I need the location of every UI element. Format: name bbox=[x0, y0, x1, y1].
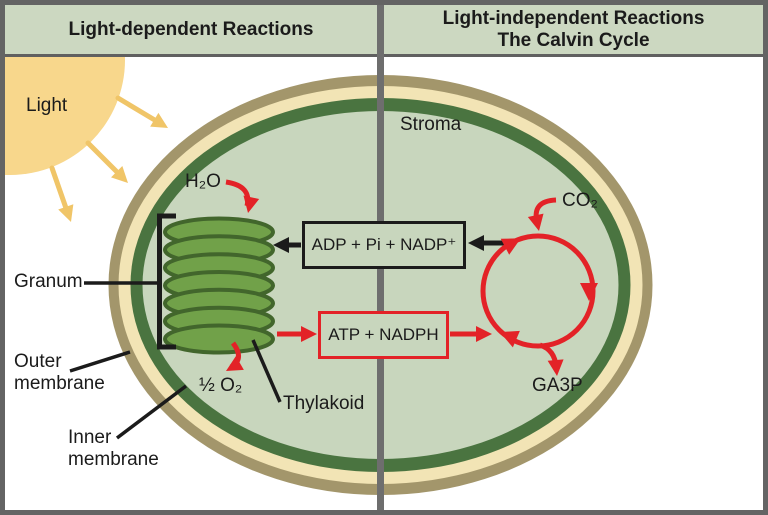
thylakoid-disc bbox=[163, 323, 275, 355]
h2o-label: H₂O bbox=[185, 171, 221, 192]
inner-membrane-label: Inner membrane bbox=[68, 427, 159, 470]
co2-arrowhead bbox=[527, 213, 544, 231]
light-ray-arrow bbox=[115, 95, 161, 125]
header-light-independent: Light-independent Reactions The Calvin C… bbox=[384, 5, 763, 57]
light-ray-arrowhead bbox=[58, 204, 74, 222]
light-label: Light bbox=[26, 95, 68, 116]
adp-nadp-label: ADP + Pi + NADP⁺ bbox=[311, 235, 457, 254]
calvin-cycle-arrowhead bbox=[580, 283, 598, 301]
thylakoid-label: Thylakoid bbox=[283, 393, 365, 414]
granum-to-atp-arrowhead bbox=[301, 326, 317, 342]
header-calvin-cycle-subtitle: The Calvin Cycle bbox=[497, 29, 650, 51]
light-ray-arrowhead bbox=[150, 112, 168, 128]
cycle-to-adp-arrowhead bbox=[468, 235, 484, 251]
adp-nadp-box: ADP + Pi + NADP⁺ bbox=[302, 221, 466, 269]
ga3p-arrowhead bbox=[547, 359, 564, 376]
atp-nadph-box: ATP + NADPH bbox=[318, 311, 449, 359]
thylakoid-pointer-line bbox=[251, 339, 282, 403]
header-light-independent-title: Light-independent Reactions bbox=[442, 7, 705, 29]
inner-membrane-pointer-line bbox=[115, 384, 188, 440]
outer-membrane-label: Outer membrane bbox=[14, 351, 105, 394]
calvin-cycle-arrowhead bbox=[499, 330, 520, 348]
o2-arrowhead bbox=[226, 356, 244, 371]
header-light-dependent-title: Light-dependent Reactions bbox=[68, 18, 314, 40]
half-o2-label: ½ O₂ bbox=[199, 375, 243, 396]
adp-to-granum-arrowhead bbox=[273, 237, 289, 253]
granum-stack bbox=[163, 216, 275, 355]
light-ray-arrow bbox=[49, 165, 70, 214]
stroma-label: Stroma bbox=[400, 114, 462, 135]
co2-label: CO₂ bbox=[562, 190, 598, 211]
ga3p-label: GA3P bbox=[532, 375, 583, 396]
granum-label: Granum bbox=[14, 271, 83, 292]
light-ray-arrow bbox=[85, 140, 122, 177]
granum-bracket bbox=[157, 213, 176, 350]
outer-membrane-pointer-line bbox=[69, 350, 131, 373]
atp-to-cycle-arrowhead bbox=[476, 326, 492, 342]
atp-nadph-label: ATP + NADPH bbox=[328, 325, 439, 344]
h2o-arrowhead bbox=[243, 195, 260, 213]
header-light-dependent: Light-dependent Reactions bbox=[5, 5, 377, 57]
calvin-cycle-arrowhead bbox=[500, 238, 521, 255]
